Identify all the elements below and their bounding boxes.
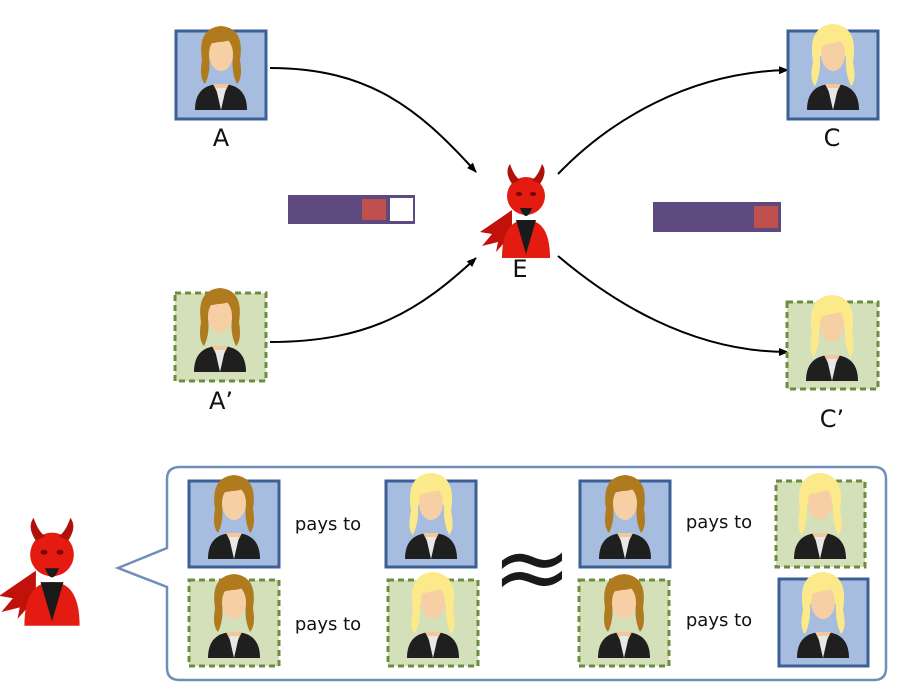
node-A-prime-label: A’: [209, 387, 233, 415]
pays-to-label: pays to: [295, 514, 361, 535]
token-right: [653, 202, 781, 232]
node-C-prime-label: C’: [820, 405, 844, 433]
arrow-E-to-C: [557, 66, 789, 175]
person-blonde-hair-icon: [797, 572, 849, 658]
callout-box: [114, 465, 888, 682]
arrow-A-to-E: [269, 67, 477, 173]
node-C-prime: [785, 295, 880, 391]
person-blonde-hair-icon: [807, 24, 859, 110]
node-A-label: A: [213, 124, 230, 152]
node-C-label: C: [824, 124, 841, 152]
pays-to-label: pays to: [686, 610, 752, 631]
comparison-right-top: pays to: [578, 473, 867, 569]
pays-to-label: pays to: [686, 512, 752, 533]
comparison-left-top: pays to: [187, 473, 478, 569]
node-C: [786, 24, 880, 121]
node-A-prime: [173, 288, 268, 383]
devil-icon: [480, 164, 550, 258]
node-E-label: E: [512, 255, 527, 283]
person-blonde-hair-icon: [407, 572, 459, 658]
comparison-left-bottom: pays to: [187, 572, 480, 668]
token-left: [288, 195, 415, 224]
approx-equal-symbol: ≈: [492, 511, 572, 623]
person-blonde-hair-icon: [806, 295, 858, 381]
person-blonde-hair-icon: [405, 473, 457, 559]
arrow-E-to-Cprime: [557, 255, 789, 356]
person-blonde-hair-icon: [794, 473, 846, 559]
node-E: [480, 164, 550, 258]
comparison-right-bottom: pays to: [577, 572, 870, 668]
node-A: [174, 26, 268, 121]
pays-to-label: pays to: [295, 614, 361, 635]
arrow-Aprime-to-E: [269, 257, 477, 343]
devil-icon: [0, 517, 80, 626]
